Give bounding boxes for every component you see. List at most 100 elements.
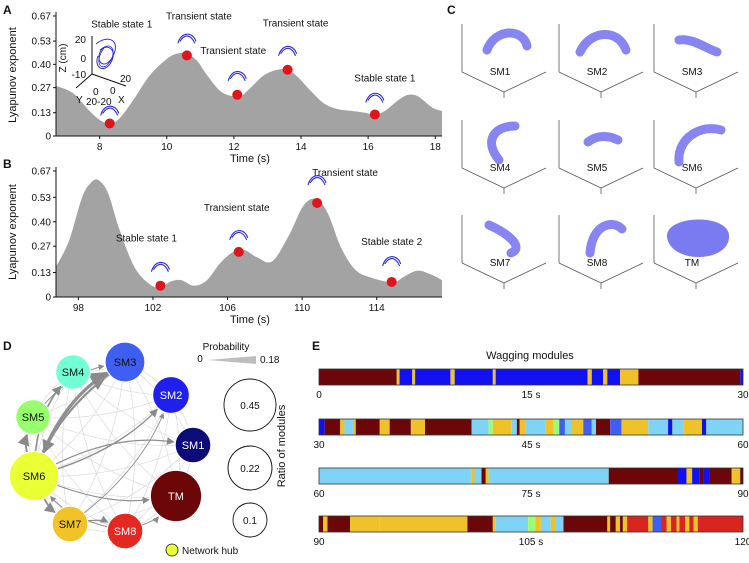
x-tick-label: 14 [295,142,307,153]
trajectory-glyph [365,92,385,103]
timeline-segment [324,419,341,435]
ratio-legend-value: 0.22 [240,464,260,475]
panel-letter-c: C [447,3,456,17]
state-marker [386,276,397,287]
y-tick-label: 0.40 [32,60,52,71]
network-edge [69,361,126,525]
trajectory-glyph [382,256,402,267]
timeline-segment [699,468,704,484]
network-node-label: SM3 [114,357,137,369]
timeline-segment [677,468,687,484]
timeline-tick-label: 90 [313,537,325,548]
timeline-tick-label: 30 [737,390,749,401]
timeline-row-frame [318,467,744,485]
module-label: SM6 [682,163,703,174]
y-tick-label: 0.40 [32,217,52,228]
network-node-label: SM7 [59,519,82,531]
x-tick-label: 16 [363,142,375,153]
timeline-segment [610,516,616,532]
timeline-segment [668,419,673,435]
panel-b-xlabel: Time (s) [230,314,270,326]
timeline-segment [615,516,621,532]
state-marker [233,246,244,257]
timeline-segment [607,516,611,532]
axis-y [653,262,697,284]
network-edge [69,394,172,525]
axis-x [695,71,739,93]
timeline-segment [621,419,649,435]
y-tick-label: 0.13 [32,108,52,119]
axis-x [600,167,644,189]
module-label: TM [685,258,699,269]
timeline-segment [571,419,584,435]
timeline-segment [319,516,324,532]
timeline-tick-label: 0 [316,390,322,401]
network-node-sm2 [152,376,190,414]
network-node-sm4 [55,354,91,390]
x-tick-label: 12 [228,142,240,153]
timeline-segment [620,369,639,385]
trajectory-glyph [150,261,170,272]
timeline-segment [344,419,353,435]
module-cell-sm6: SM6 [653,120,739,194]
timeline-segment [488,468,609,484]
state-label: Transient state [263,19,329,30]
panel-letter-b: B [3,157,12,171]
module-label: SM4 [490,163,511,174]
timeline-segment [412,369,416,385]
panel-a-xlabel: Time (s) [230,153,270,165]
axis-y [461,71,505,93]
module-cell-sm4: SM4 [461,120,547,194]
timeline-segment [686,468,693,484]
timeline-segment [492,419,512,435]
timeline-segment [389,419,411,435]
state-label: Transient state [204,203,270,214]
timeline-segment [692,468,700,484]
network-node-label: SM5 [22,412,45,424]
timeline-segment [352,419,356,435]
timeline-segment [693,516,698,532]
network-node-sm8 [106,512,144,550]
timeline-segment [545,419,554,435]
module-label: SM3 [682,67,703,78]
timeline-segment [535,516,541,532]
timeline-segment [319,369,397,385]
y-tick-label: 0.53 [32,193,52,204]
panel-letter-e: E [312,339,320,353]
network-node-label: SM1 [182,440,205,452]
trajectory-glyph [229,230,249,241]
probability-legend-max: 0.18 [260,355,280,366]
panel-b-lyapunov-chart: Lyapunov exponent Time (s) 00.130.270.40… [7,167,442,326]
timeline-segment [519,419,526,435]
y-tick-label: 0 [45,293,51,304]
module-cell-sm2: SM2 [558,24,644,98]
state-marker [181,50,192,61]
timeline-segment [587,369,592,385]
timeline-segment [731,468,741,484]
timeline-row-frame [318,418,744,436]
timeline-segment [608,468,678,484]
module-point-cloud [484,220,521,258]
network-node-sm5 [15,399,51,435]
state-label: Stable state 2 [361,237,423,248]
module-point-cloud [585,220,627,258]
x-tick-label: 18 [430,142,442,153]
timeline-segment [540,516,551,532]
ratio-legend-circle [227,445,273,491]
module-cell-tm: TM [653,215,739,289]
state-marker [104,118,115,129]
timeline-segment [583,419,592,435]
timeline-segment [591,419,597,435]
timeline-segment [396,369,400,385]
y-tick-label: 0.67 [32,167,52,178]
axis-y [461,167,505,189]
network-node-sm7 [51,505,89,543]
panel-a-lyapunov-chart: Lyapunov exponent Time (s) 00.130.270.40… [7,11,442,165]
module-cell-sm7: SM7 [461,215,547,289]
